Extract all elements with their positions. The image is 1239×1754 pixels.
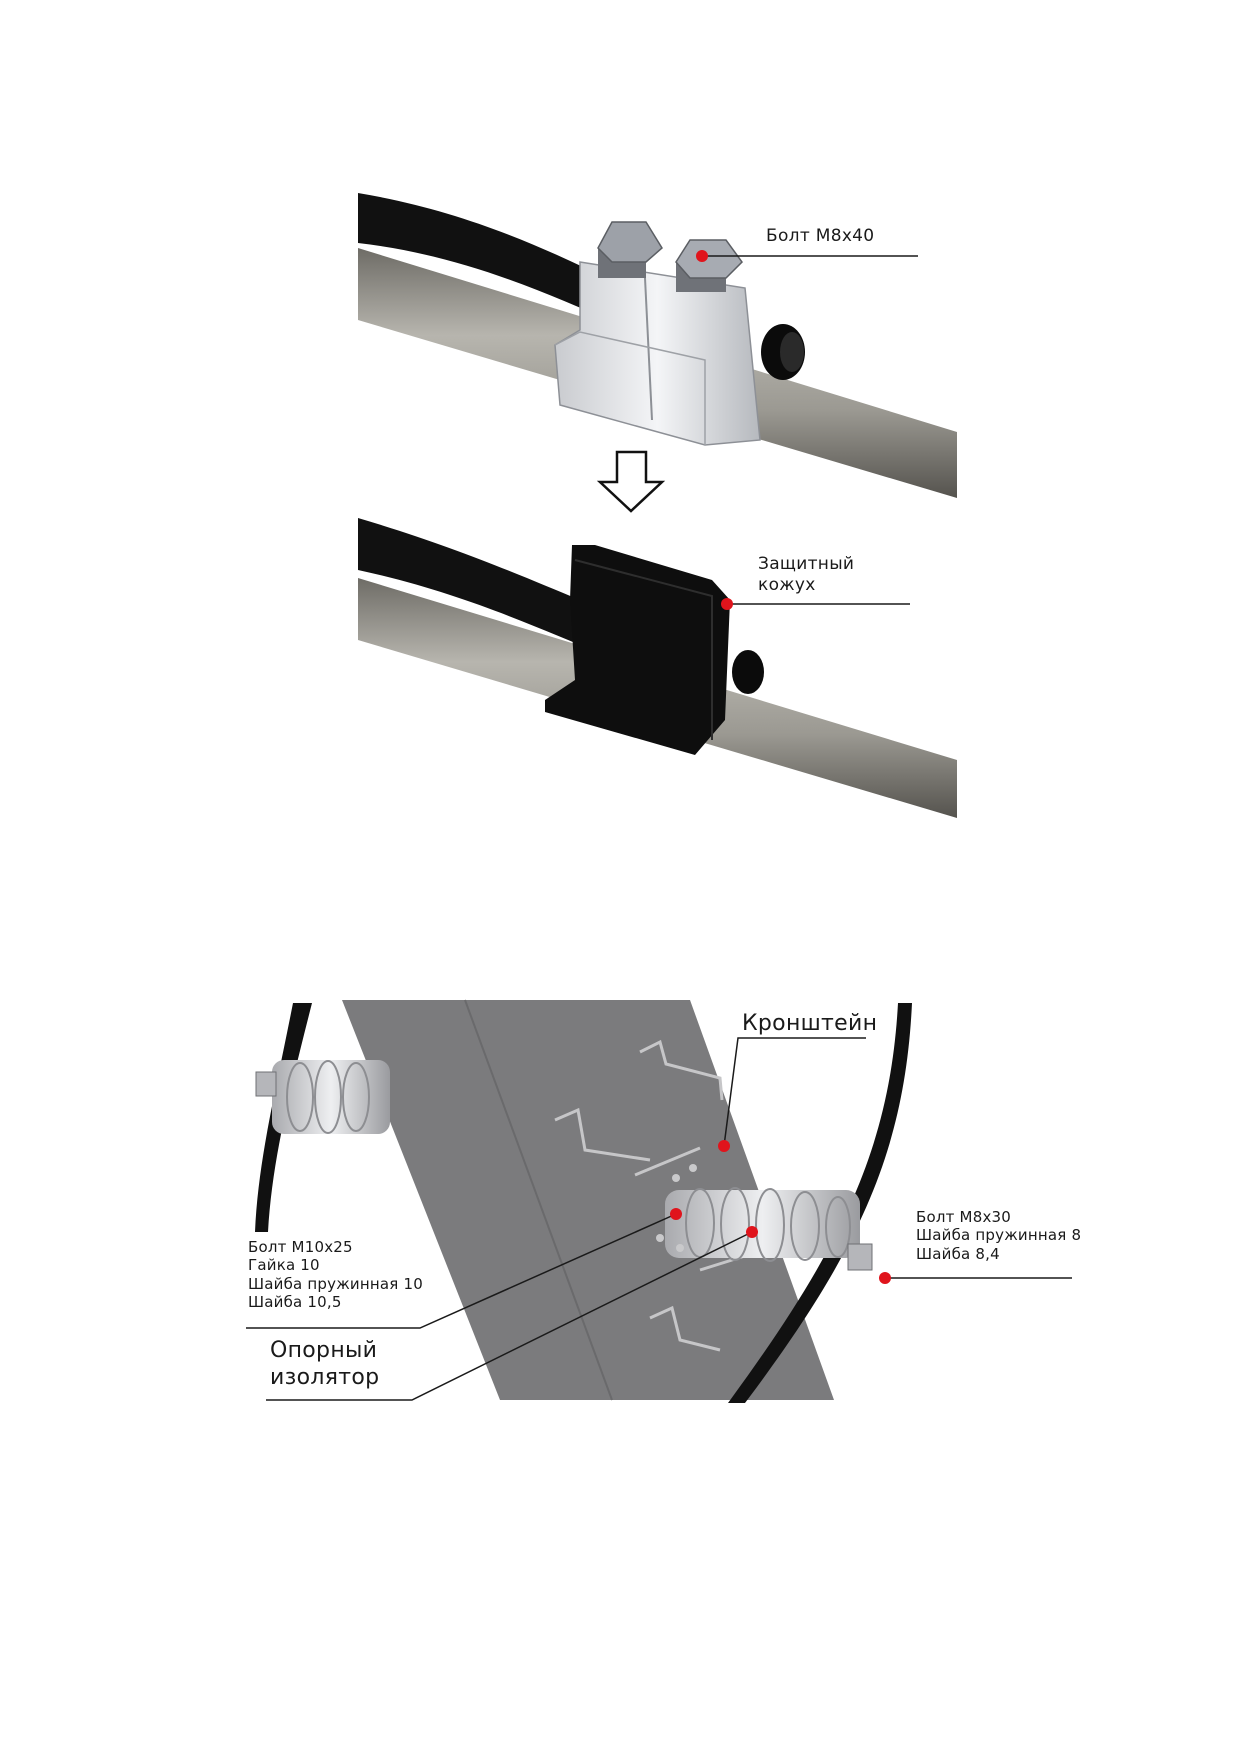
bracket-label: Кронштейн	[742, 1011, 878, 1036]
right-fasteners-list: Болт М8х30 Шайба пружинная 8 Шайба 8,4	[916, 1208, 1081, 1263]
bracket-assembly	[246, 999, 1072, 1403]
right-fastener-item: Шайба 8,4	[916, 1244, 1000, 1263]
callout-dot	[746, 1226, 758, 1238]
cover-label-line1: Защитный	[758, 554, 855, 574]
insulator-label-line1: Опорный	[270, 1338, 378, 1363]
callout-dot	[718, 1140, 730, 1152]
left-fasteners-list: Болт М10х25 Гайка 10 Шайба пружинная 10 …	[248, 1238, 423, 1311]
insulator-center	[665, 1187, 873, 1271]
cover-label: Защитный кожух	[758, 554, 854, 595]
cover-label-line2: кожух	[758, 574, 816, 595]
protective-cover	[545, 545, 730, 755]
clamp-body	[554, 261, 761, 446]
callout-dot	[670, 1208, 682, 1220]
bracket	[342, 1000, 834, 1400]
right-fastener-item: Шайба пружинная 8	[916, 1226, 1082, 1245]
clamp-assembly-uncovered	[358, 193, 957, 498]
right-fastener-item: Болт М8х30	[916, 1208, 1012, 1226]
bolt-left	[597, 221, 663, 278]
insulator-left	[255, 1060, 390, 1134]
clamp-assembly-covered	[358, 518, 957, 818]
bracket-slots	[554, 1039, 749, 1352]
left-fastener-item: Шайба 10,5	[248, 1292, 342, 1311]
down-arrow-icon	[596, 450, 666, 513]
insulator-label-line2: изолятор	[270, 1364, 380, 1390]
callout-dot	[721, 598, 733, 610]
bolt-label: Болт М8х40	[766, 226, 875, 246]
left-fastener-item: Гайка 10	[248, 1256, 320, 1275]
insulator-label: Опорный изолятор	[270, 1338, 379, 1392]
callout-dot	[879, 1272, 891, 1284]
callout-dot	[696, 250, 708, 262]
left-fastener-item: Болт М10х25	[248, 1238, 353, 1256]
left-fastener-item: Шайба пружинная 10	[248, 1274, 423, 1293]
bolt-right	[675, 239, 743, 292]
